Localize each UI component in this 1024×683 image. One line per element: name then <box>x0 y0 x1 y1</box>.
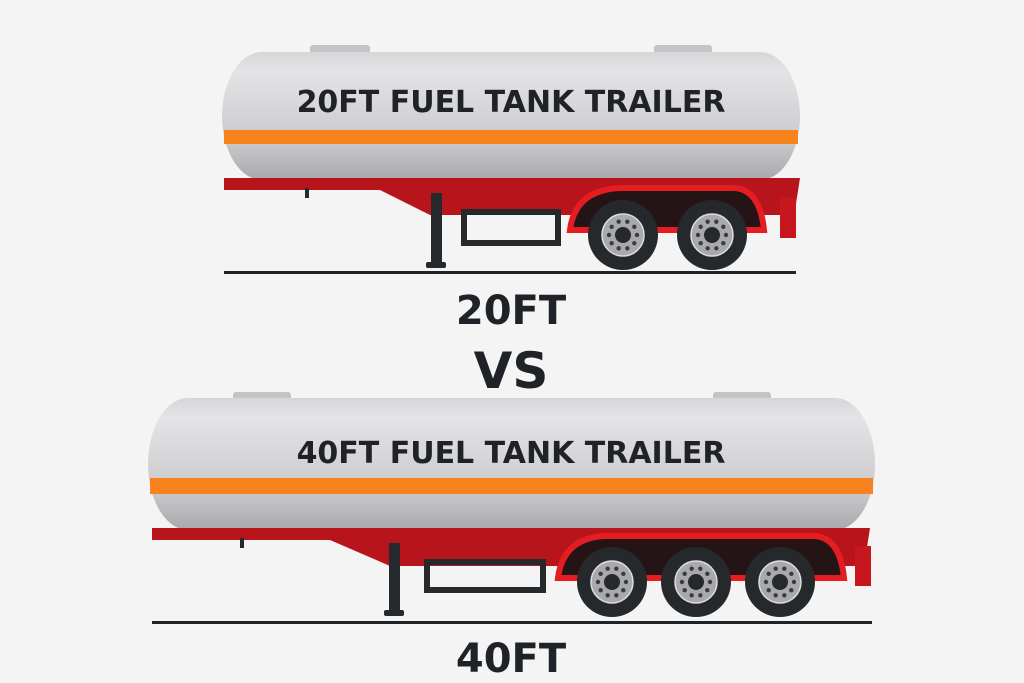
lug-nut <box>623 579 629 585</box>
lug-nut <box>723 232 729 238</box>
lug-nut <box>782 566 787 571</box>
orange-stripe <box>224 130 798 144</box>
lug-nut <box>609 241 614 246</box>
lug-nut <box>609 224 614 229</box>
lug-nut <box>625 246 630 251</box>
lug-nut <box>616 246 621 251</box>
lug-nut <box>632 241 637 246</box>
lug-nut <box>689 593 694 598</box>
lug-nut <box>689 566 694 571</box>
lug-nut <box>766 588 771 593</box>
lug-nut <box>698 241 703 246</box>
landing-leg <box>431 193 442 265</box>
lug-nut <box>598 588 603 593</box>
vs-label: VS <box>474 342 549 400</box>
lug-nut <box>605 593 610 598</box>
side-guard <box>424 559 546 593</box>
lug-nut <box>789 588 794 593</box>
lug-nut <box>698 224 703 229</box>
lug-nut <box>621 588 626 593</box>
lug-nut <box>705 246 710 251</box>
rear-bumper <box>855 546 871 586</box>
lug-nut <box>721 241 726 246</box>
trailer-20ft: 20FT FUEL TANK TRAILER <box>222 45 800 274</box>
tank-body <box>148 398 875 530</box>
lug-nut <box>605 566 610 571</box>
lug-nut <box>634 232 640 238</box>
lug-nut <box>679 579 685 585</box>
lug-nut <box>598 571 603 576</box>
side-guard <box>461 209 561 246</box>
lug-nut <box>773 593 778 598</box>
ground-line <box>224 271 796 274</box>
lug-nut <box>695 232 701 238</box>
lug-nut <box>721 224 726 229</box>
lug-nut <box>714 219 719 224</box>
orange-stripe <box>150 478 873 494</box>
tank-body <box>222 52 800 180</box>
trailer-40ft: 40FT FUEL TANK TRAILER <box>148 392 875 624</box>
rear-bumper <box>780 198 796 238</box>
wheel <box>745 547 815 617</box>
king-pin <box>240 538 244 548</box>
wheel <box>588 200 658 270</box>
tank-label: 20FT FUEL TANK TRAILER <box>297 85 726 120</box>
lug-nut <box>606 232 612 238</box>
lug-nut <box>616 219 621 224</box>
lug-nut <box>705 219 710 224</box>
lug-nut <box>705 571 710 576</box>
tank-label: 40FT FUEL TANK TRAILER <box>297 436 726 471</box>
lug-nut <box>789 571 794 576</box>
landing-foot <box>384 610 404 616</box>
wheel <box>577 547 647 617</box>
landing-foot <box>426 262 446 268</box>
lug-nut <box>766 571 771 576</box>
lug-nut <box>614 593 619 598</box>
lug-nut <box>773 566 778 571</box>
lug-nut <box>707 579 713 585</box>
lug-nut <box>682 588 687 593</box>
king-pin <box>305 188 309 198</box>
lug-nut <box>621 571 626 576</box>
length-label-40ft: 40FT <box>456 636 567 682</box>
lug-nut <box>791 579 797 585</box>
lug-nut <box>682 571 687 576</box>
length-label-20ft: 20FT <box>456 288 567 334</box>
lug-nut <box>698 593 703 598</box>
ground-line <box>152 621 872 624</box>
lug-nut <box>782 593 787 598</box>
lug-nut <box>595 579 601 585</box>
wheel <box>677 200 747 270</box>
lug-nut <box>763 579 769 585</box>
lug-nut <box>632 224 637 229</box>
wheel <box>661 547 731 617</box>
lug-nut <box>698 566 703 571</box>
landing-leg <box>389 543 400 613</box>
lug-nut <box>705 588 710 593</box>
lug-nut <box>714 246 719 251</box>
lug-nut <box>614 566 619 571</box>
lug-nut <box>625 219 630 224</box>
